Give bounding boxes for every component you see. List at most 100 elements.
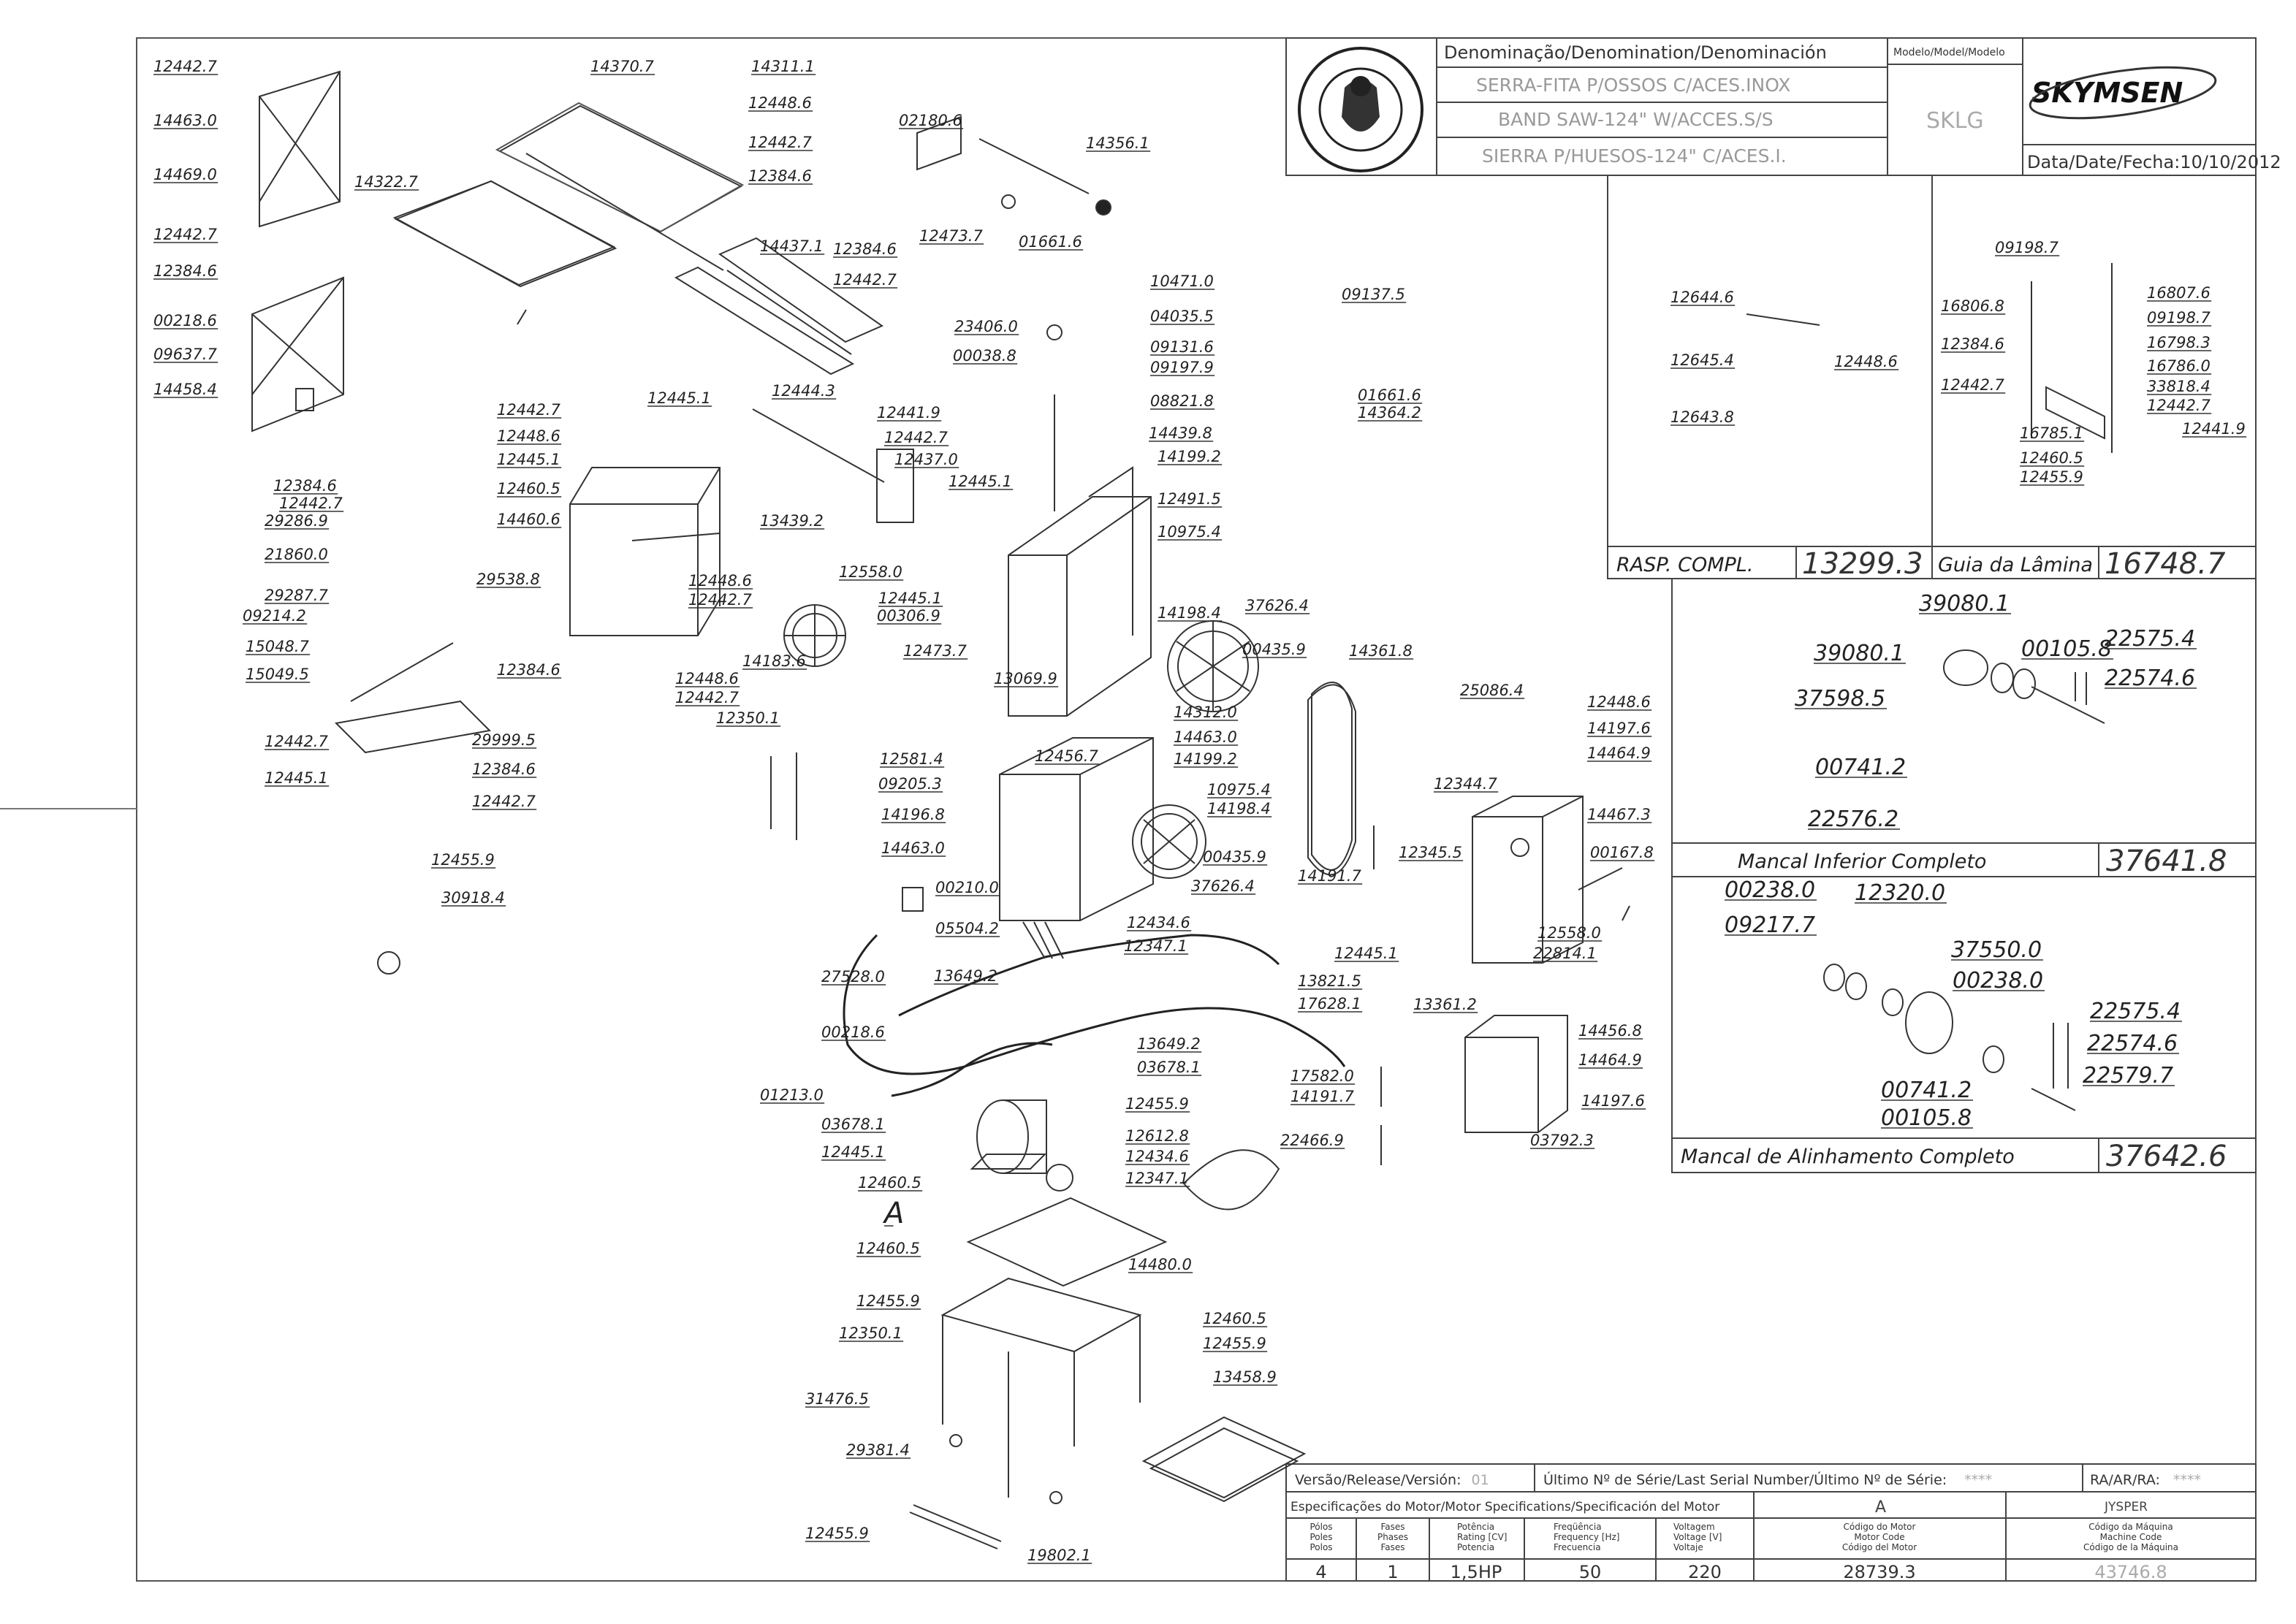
- part-number-label: 16806.8: [1941, 297, 2004, 315]
- col-freq-en: Frequency [Hz]: [1554, 1532, 1620, 1542]
- col-volt-pt: Voltagem: [1673, 1522, 1715, 1532]
- manufacturer: JYSPER: [2104, 1500, 2148, 1514]
- part-number-label: 17628.1: [1298, 995, 1361, 1013]
- part-number-label: 14437.1: [760, 237, 824, 255]
- serial-value: ****: [1964, 1472, 1992, 1488]
- part-number-label: 12442.7: [265, 733, 328, 750]
- part-number-label: 14460.6: [497, 511, 560, 528]
- part-number-label: 12445.1: [821, 1143, 885, 1161]
- model-code: SKLG: [1926, 108, 1984, 134]
- part-number-label: 14322.7: [354, 173, 418, 191]
- part-number-label: 12384.6: [153, 262, 217, 280]
- col-motor-es: Código del Motor: [1842, 1542, 1917, 1552]
- part-number-label: 12442.7: [472, 793, 536, 810]
- part-number-label: 14463.0: [1174, 728, 1237, 746]
- col-machine-es: Código de la Máquina: [2083, 1542, 2178, 1552]
- part-number-label: 12445.1: [647, 389, 711, 407]
- part-number-label: 12442.7: [279, 495, 343, 512]
- svg-text:Último Nº de Série/Last Serial: Último Nº de Série/Last Serial Number/Úl…: [1543, 1471, 1992, 1488]
- date-label: Data/Date/Fecha:10/10/2012: [2027, 152, 2281, 172]
- col-volt-en: Voltage [V]: [1673, 1532, 1722, 1542]
- part-number-label: 16785.1: [2020, 424, 2083, 442]
- part-number-label: 23406.0: [954, 318, 1018, 335]
- part-number-label: 12455.9: [805, 1525, 869, 1542]
- part-number-label: 22574.6: [2105, 666, 2195, 691]
- part-number-label: 12643.8: [1670, 408, 1734, 426]
- part-number-label: A: [882, 1197, 904, 1230]
- name-es: SIERRA P/HUESOS-124" C/ACES.I.: [1482, 145, 1787, 167]
- part-number-label: 27528.0: [821, 968, 885, 986]
- version-label: Versão/Release/Versión:: [1295, 1472, 1461, 1488]
- part-number-label: 14463.0: [881, 839, 945, 857]
- part-number-label: 12460.5: [497, 480, 560, 498]
- part-number-label: 25086.4: [1460, 682, 1524, 699]
- part-number-label: 12455.9: [856, 1292, 920, 1310]
- part-number-label: 09205.3: [878, 775, 942, 793]
- part-number-label: 14458.4: [153, 381, 217, 398]
- part-number-label: 12384.6: [472, 760, 536, 778]
- svg-text:Versão/Release/Versión:01: Versão/Release/Versión:01: [1295, 1472, 1489, 1488]
- part-number-label: 03792.3: [1530, 1132, 1594, 1149]
- part-number-label: 00105.8: [1881, 1105, 1972, 1131]
- motor-spec-label: Especificações do Motor/Motor Specificat…: [1290, 1500, 1719, 1514]
- align-bearing-panel: Mancal de Alinhamento Completo 37642.6: [1671, 876, 2257, 1173]
- ra-label: RA/AR/RA:: [2090, 1472, 2160, 1488]
- part-number-label: 22575.4: [2105, 626, 2195, 652]
- part-number-label: 31476.5: [805, 1390, 869, 1408]
- part-number-label: 00238.0: [1953, 968, 2043, 994]
- col-poles-en: Poles: [1309, 1532, 1332, 1542]
- part-number-label: 12442.7: [1941, 376, 2004, 394]
- part-number-label: 21860.0: [265, 546, 328, 563]
- part-number-label: 37550.0: [1951, 937, 2042, 963]
- part-number-label: 22574.6: [2087, 1031, 2178, 1056]
- part-number-label: 14463.0: [153, 112, 217, 129]
- part-number-label: 12581.4: [880, 750, 943, 768]
- svg-text:RA/AR/RA:****: RA/AR/RA:****: [2090, 1472, 2201, 1488]
- brand-logo: SKYMSEN: [2031, 77, 2183, 109]
- part-number-label: 12448.6: [688, 572, 752, 590]
- part-number-label: 03678.1: [821, 1116, 885, 1133]
- part-number-label: 04035.5: [1150, 308, 1214, 325]
- phases-value: 1: [1387, 1562, 1398, 1582]
- part-number-label: 12445.1: [1334, 945, 1398, 962]
- part-number-label: 15049.5: [246, 666, 309, 683]
- part-number-label: 12456.7: [1035, 747, 1098, 765]
- part-number-label: 12448.6: [748, 94, 812, 112]
- part-number-label: 09137.5: [1342, 286, 1405, 303]
- part-number-label: 12384.6: [273, 477, 337, 495]
- part-number-label: 12442.7: [688, 591, 752, 609]
- part-number-label: 00218.6: [821, 1023, 885, 1041]
- part-number-label: 12442.7: [675, 689, 739, 706]
- part-number-label: 14469.0: [153, 166, 217, 183]
- part-number-label: 12445.1: [497, 451, 560, 468]
- guide-kit-code: 16748.7: [2105, 547, 2226, 581]
- part-number-label: 01661.6: [1019, 233, 1082, 251]
- part-number-label: 12345.5: [1399, 844, 1462, 861]
- part-number-label: 30918.4: [441, 889, 505, 907]
- col-motor-pt: Código do Motor: [1844, 1522, 1916, 1532]
- part-number-label: 13069.9: [994, 670, 1057, 687]
- part-number-label: 29286.9: [265, 512, 328, 530]
- rasp-kit-label: RASP. COMPL.: [1616, 554, 1753, 576]
- part-number-label: 12350.1: [839, 1324, 902, 1342]
- part-number-label: 16798.3: [2147, 334, 2211, 351]
- part-number-label: 14196.8: [881, 806, 945, 823]
- col-freq-es: Frecuencia: [1554, 1542, 1601, 1552]
- part-number-label: 19802.1: [1027, 1547, 1091, 1564]
- part-number-label: 12448.6: [675, 670, 739, 687]
- part-number-label: 29538.8: [476, 571, 540, 588]
- part-number-label: 12448.6: [1587, 693, 1651, 711]
- part-number-label: 01213.0: [760, 1086, 824, 1104]
- part-number-label: 00218.6: [153, 312, 217, 329]
- part-number-label: 14197.6: [1581, 1092, 1645, 1110]
- part-number-label: 02180.6: [899, 112, 962, 129]
- part-number-label: 10975.4: [1157, 523, 1221, 541]
- part-number-label: 00238.0: [1725, 877, 1815, 903]
- part-number-label: 12344.7: [1434, 775, 1497, 793]
- part-number-label: 29381.4: [846, 1441, 910, 1459]
- part-number-label: 12612.8: [1125, 1127, 1189, 1145]
- col-poles-pt: Pólos: [1309, 1522, 1332, 1532]
- part-number-label: 00741.2: [1881, 1078, 1972, 1103]
- part-number-label: 16807.6: [2147, 284, 2211, 302]
- part-number-label: 12644.6: [1670, 289, 1734, 306]
